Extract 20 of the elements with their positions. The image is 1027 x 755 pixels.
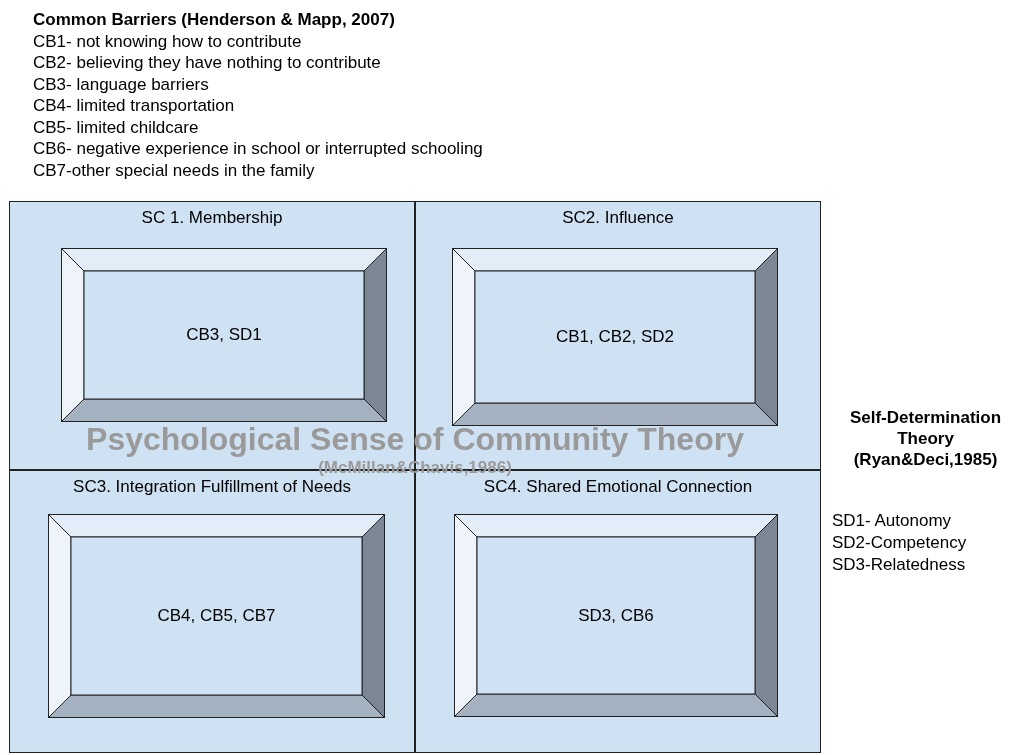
list-item: CB1- not knowing how to contribute: [33, 31, 302, 52]
cell-heading: SC3. Integration Fulfillment of Needs: [72, 477, 352, 497]
list-item: CB4- limited transportation: [33, 95, 235, 116]
list-item: CB7-other special needs in the family: [33, 160, 315, 181]
list-item: CB6- negative experience in school or interrupted schooling: [33, 138, 483, 159]
list-item: SD1- Autonomy: [832, 510, 952, 531]
list-item: CB3- language barriers: [33, 74, 209, 95]
list-heading: Self-Determination Theory (Ryan&Deci,1985): [848, 407, 1003, 470]
cell-heading: SC 1. Membership: [140, 208, 284, 228]
list-item: SD2-Competency: [832, 532, 967, 553]
box-label: SD3, CB6: [578, 605, 654, 626]
box-label: CB4, CB5, CB7: [157, 606, 276, 626]
list-item: CB5- limited childcare: [33, 117, 199, 138]
list-item: SD3-Relatedness: [832, 554, 966, 575]
list-heading: Common Barriers (Henderson & Mapp, 2007): [33, 9, 395, 30]
box-label: CB1, CB2, SD2: [555, 327, 675, 347]
cell-heading: SC4. Shared Emotional Connection: [482, 477, 754, 497]
cell-heading: SC2. Influence: [561, 208, 675, 228]
list-item: CB2- believing they have nothing to contribute: [33, 52, 381, 73]
box-label: CB3, SD1: [186, 325, 262, 345]
